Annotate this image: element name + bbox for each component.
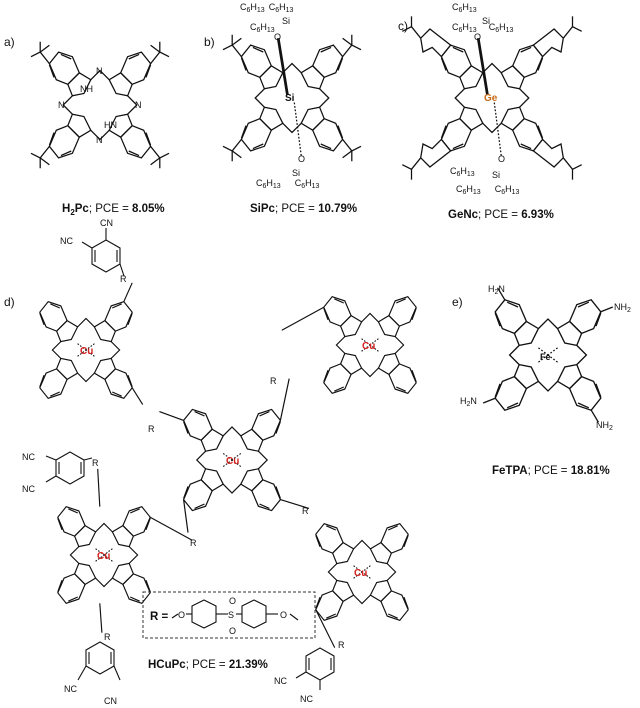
hcupc-cu-1: Cu bbox=[80, 346, 93, 357]
svg-text:R: R bbox=[302, 506, 309, 516]
svg-text:Si: Si bbox=[282, 16, 290, 26]
hcupc-unit-center bbox=[159, 378, 310, 533]
svg-text:O: O bbox=[280, 610, 287, 620]
svg-text:NC: NC bbox=[64, 684, 77, 694]
fetpa-amine-1: H2N bbox=[488, 284, 505, 296]
svg-text:R: R bbox=[104, 632, 111, 642]
genc-caption: GeNc; PCE = 6.93% bbox=[448, 209, 554, 221]
svg-text:R: R bbox=[120, 274, 127, 284]
label-d: d) bbox=[4, 295, 15, 309]
h2pc-hn: HN bbox=[104, 120, 117, 130]
svg-text:Si: Si bbox=[292, 168, 300, 178]
svg-text:NC: NC bbox=[60, 236, 73, 246]
svg-text:R: R bbox=[92, 458, 99, 468]
fetpa-amine-4: NH2 bbox=[596, 420, 613, 432]
svg-text:C6H13: C6H13 bbox=[452, 2, 477, 14]
hcupc-dicyanophenyl-bottom bbox=[77, 641, 121, 681]
svg-text:Si: Si bbox=[492, 170, 500, 180]
svg-text:C6H13: C6H13 bbox=[450, 166, 475, 178]
label-b: b) bbox=[204, 35, 215, 49]
sipc-o-top: O bbox=[274, 32, 281, 42]
svg-text:O: O bbox=[229, 626, 236, 636]
hcupc-unit-lower-left bbox=[57, 468, 193, 633]
genc-o-bottom: O bbox=[498, 154, 505, 164]
svg-text:R: R bbox=[338, 640, 345, 650]
sipc-caption: SiPc; PCE = 10.79% bbox=[250, 203, 357, 215]
h2pc-n-bottom: N bbox=[96, 135, 103, 145]
h2pc-n-left: N bbox=[58, 100, 65, 110]
hcupc-unit-lower-right bbox=[315, 523, 409, 648]
fetpa-amine-3: H2N bbox=[460, 396, 477, 408]
svg-text:Si: Si bbox=[482, 16, 490, 26]
sipc-o-bottom: O bbox=[298, 154, 305, 164]
label-e: e) bbox=[452, 295, 463, 309]
hcupc-dicyanophenyl-top bbox=[81, 228, 125, 277]
hcupc-cu-3: Cu bbox=[97, 551, 110, 562]
genc-metal: Ge bbox=[484, 93, 498, 104]
hcupc-unit-upper-left bbox=[39, 282, 144, 405]
h2pc-structure bbox=[30, 41, 170, 169]
h2pc-nh: NH bbox=[80, 84, 93, 94]
svg-text:R =: R = bbox=[150, 611, 169, 623]
svg-text:NC: NC bbox=[22, 484, 35, 494]
h2pc-atom-labels: N N N N NH HN bbox=[58, 66, 142, 145]
svg-text:O: O bbox=[178, 610, 185, 620]
fetpa-caption: FeTPA; PCE = 18.81% bbox=[492, 465, 610, 477]
r-group-definition-box: R = O S O O O bbox=[142, 591, 316, 639]
svg-text:R: R bbox=[148, 424, 155, 434]
svg-text:C6H13: C6H13 bbox=[250, 22, 275, 34]
hcupc-cu-2: Cu bbox=[362, 341, 375, 352]
genc-o-top: O bbox=[474, 32, 481, 42]
svg-text:CN: CN bbox=[100, 218, 113, 228]
svg-text:NC: NC bbox=[300, 694, 313, 704]
svg-text:S: S bbox=[228, 610, 234, 620]
fetpa-structure bbox=[482, 287, 614, 423]
hcupc-cu-center: Cu bbox=[226, 456, 239, 467]
hcupc-dicyanophenyl-lower-right bbox=[295, 647, 335, 690]
svg-text:NC: NC bbox=[22, 452, 35, 462]
fetpa-amine-2: NH2 bbox=[614, 302, 631, 314]
h2pc-caption: H2Pc; PCE = 8.05% bbox=[62, 203, 165, 217]
hcupc-cu-4: Cu bbox=[354, 568, 367, 579]
hcupc-caption: HCuPc; PCE = 21.39% bbox=[148, 659, 268, 671]
hcupc-dicyanophenyl-left bbox=[45, 451, 93, 485]
sipc-metal: Si bbox=[285, 93, 295, 104]
svg-text:R: R bbox=[270, 376, 277, 386]
label-c: c) bbox=[398, 19, 408, 33]
label-a: a) bbox=[4, 35, 15, 49]
svg-text:O: O bbox=[229, 596, 236, 606]
h2pc-n-right: N bbox=[135, 100, 142, 110]
svg-text:CN: CN bbox=[104, 696, 117, 706]
h2pc-n-top: N bbox=[96, 66, 103, 76]
genc-structure bbox=[402, 16, 582, 180]
hcupc-unit-upper-right bbox=[281, 296, 417, 394]
svg-text:R: R bbox=[190, 538, 197, 548]
svg-text:NC: NC bbox=[274, 676, 287, 686]
sipc-structure bbox=[222, 34, 362, 162]
fetpa-metal: Fe bbox=[540, 352, 551, 362]
